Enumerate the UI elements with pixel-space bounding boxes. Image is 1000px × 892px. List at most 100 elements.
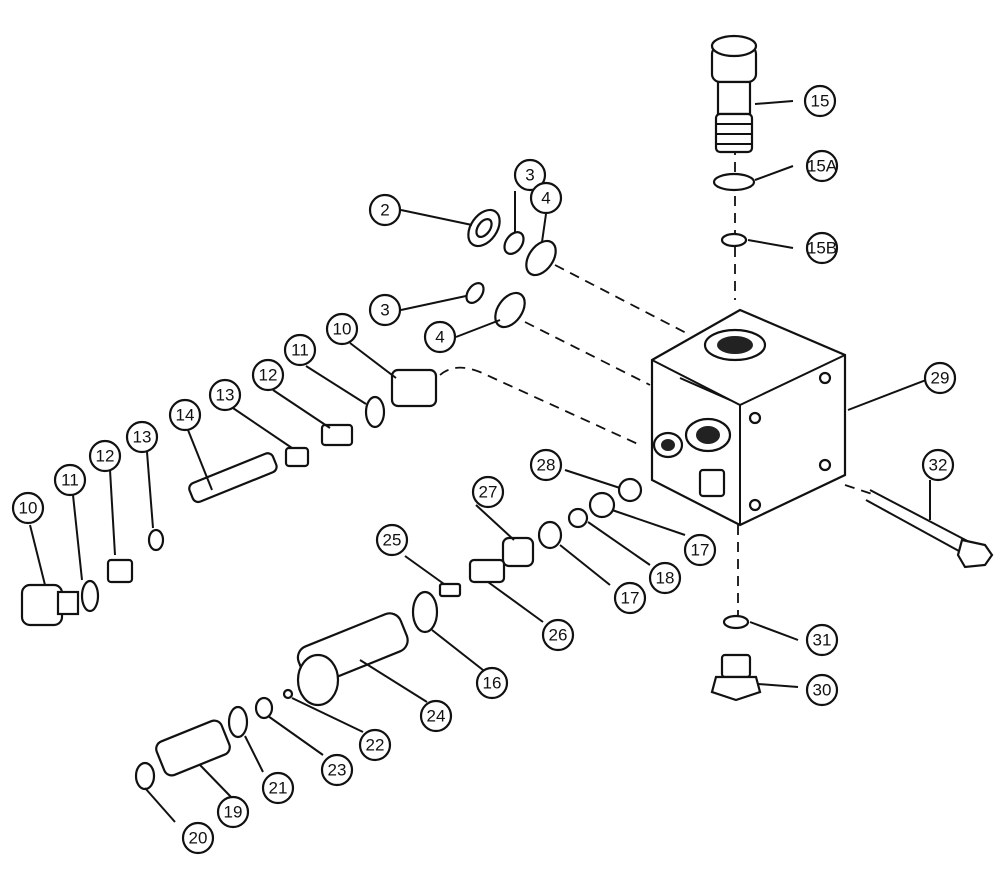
callout-circle <box>805 623 839 657</box>
callout-10a: 10 <box>325 312 359 346</box>
spool-stack <box>20 368 438 627</box>
callout-2: 2 <box>368 193 402 227</box>
callout-label: 2 <box>380 201 389 220</box>
callout-label: 22 <box>366 736 385 755</box>
callout-circle <box>216 795 250 829</box>
callout-label: 32 <box>929 456 948 475</box>
relief-valve-assembly <box>710 34 758 248</box>
callout-circle <box>648 561 682 595</box>
callout-label: 13 <box>133 428 152 447</box>
callout-15: 15 <box>803 84 837 118</box>
callout-circle <box>88 439 122 473</box>
callout-label: 25 <box>383 531 402 550</box>
callout-circle <box>368 193 402 227</box>
callout-13b: 13 <box>125 420 159 454</box>
callout-label: 24 <box>427 707 446 726</box>
upper-seals <box>465 208 557 329</box>
callout-label: 28 <box>537 456 556 475</box>
callout-label: 27 <box>479 483 498 502</box>
callout-label: 10 <box>333 320 352 339</box>
callout-circle <box>423 320 457 354</box>
callout-circle <box>325 312 359 346</box>
callout-11b: 11 <box>53 463 87 497</box>
callout-circle <box>358 728 392 762</box>
callout-label: 16 <box>483 674 502 693</box>
callout-circle <box>208 378 242 412</box>
callout-circle <box>181 821 215 855</box>
callout-17b: 17 <box>613 581 647 615</box>
callout-20: 20 <box>181 821 215 855</box>
callout-label: 23 <box>328 761 347 780</box>
callout-22: 22 <box>358 728 392 762</box>
callout-label: 12 <box>96 447 115 466</box>
callout-17a: 17 <box>683 533 717 567</box>
callout-label: 12 <box>259 366 278 385</box>
callout-label: 21 <box>269 779 288 798</box>
callout-circle <box>53 463 87 497</box>
callout-circle <box>529 448 563 482</box>
callout-24: 24 <box>419 699 453 733</box>
callout-label: 11 <box>291 341 309 360</box>
callout-circle <box>541 618 575 652</box>
callout-19: 19 <box>216 795 250 829</box>
callout-label: 15 <box>811 92 830 111</box>
callout-circle <box>805 231 839 265</box>
callout-circle <box>613 581 647 615</box>
callout-label: 15A <box>807 157 838 176</box>
callout-circle <box>805 673 839 707</box>
check-valve-parts <box>134 477 643 791</box>
callout-label: 3 <box>380 301 389 320</box>
callout-31: 31 <box>805 623 839 657</box>
callout-25: 25 <box>375 523 409 557</box>
callout-circle <box>475 666 509 700</box>
callout-label: 13 <box>216 386 235 405</box>
plug-assembly <box>710 614 762 702</box>
callout-circle <box>168 398 202 432</box>
callout-14: 14 <box>168 398 202 432</box>
callout-circle <box>921 448 955 482</box>
callout-27: 27 <box>471 475 505 509</box>
callout-label: 10 <box>19 499 38 518</box>
callout-label: 17 <box>691 541 710 560</box>
callout-circle <box>375 523 409 557</box>
callout-label: 4 <box>541 189 550 208</box>
callout-label: 31 <box>813 631 832 650</box>
callout-circle <box>923 361 957 395</box>
callout-circle <box>251 358 285 392</box>
callout-3b: 3 <box>368 293 402 327</box>
callout-11a: 11 <box>283 333 317 367</box>
callout-circle <box>471 475 505 509</box>
callout-circle <box>261 771 295 805</box>
callout-13a: 13 <box>208 378 242 412</box>
callout-28: 28 <box>529 448 563 482</box>
callout-label: 17 <box>621 589 640 608</box>
callout-16: 16 <box>475 666 509 700</box>
callout-label: 18 <box>656 569 675 588</box>
callout-23: 23 <box>320 753 354 787</box>
callout-29: 29 <box>923 361 957 395</box>
callout-10b: 10 <box>11 491 45 525</box>
callout-circle <box>805 149 839 183</box>
callout-21: 21 <box>261 771 295 805</box>
callout-circle <box>320 753 354 787</box>
callout-circle <box>513 158 547 192</box>
callout-15b: 15B <box>805 231 839 265</box>
callout-30: 30 <box>805 673 839 707</box>
callout-circle <box>683 533 717 567</box>
callout-circle <box>283 333 317 367</box>
callout-circle <box>11 491 45 525</box>
callout-4b: 4 <box>423 320 457 354</box>
callout-12b: 12 <box>88 439 122 473</box>
callout-circle <box>125 420 159 454</box>
callout-12a: 12 <box>251 358 285 392</box>
callout-label: 26 <box>549 626 568 645</box>
callout-26: 26 <box>541 618 575 652</box>
leader-lines <box>29 100 931 823</box>
callout-label: 30 <box>813 681 832 700</box>
valve-body <box>650 308 847 527</box>
callout-circle <box>368 293 402 327</box>
callout-18: 18 <box>648 561 682 595</box>
callout-label: 29 <box>931 369 950 388</box>
callout-label: 15B <box>807 239 837 258</box>
